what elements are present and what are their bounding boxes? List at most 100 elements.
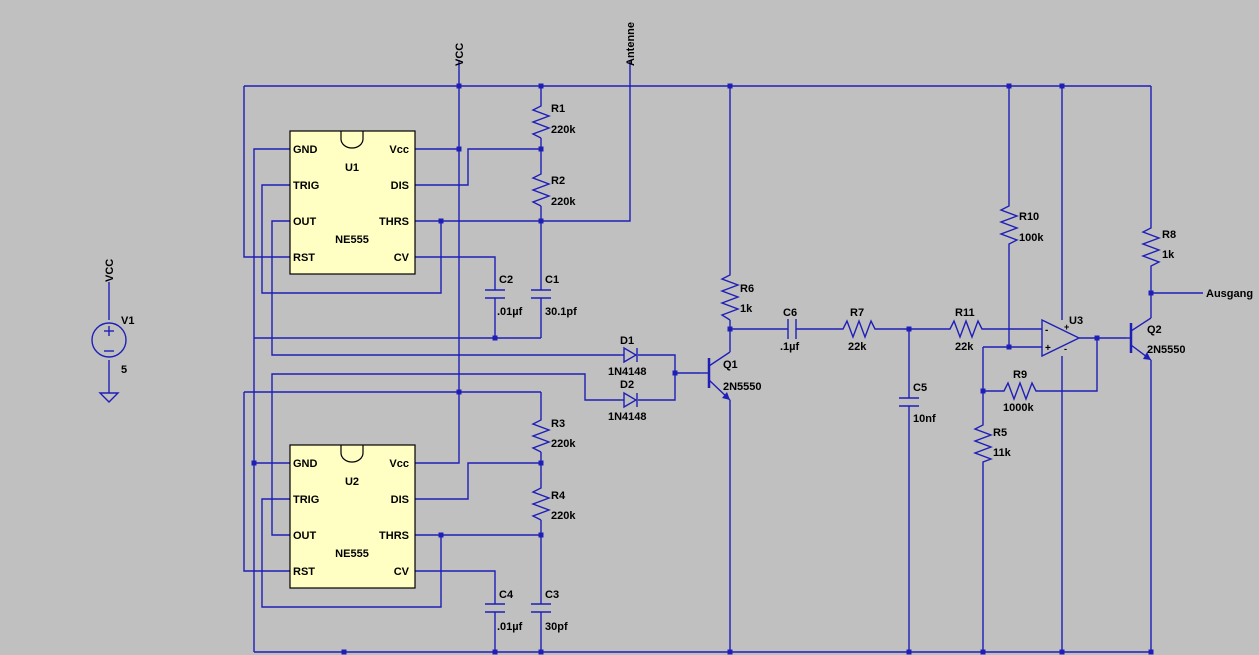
- u3-ref: U3: [1069, 315, 1083, 327]
- v1-ref: V1: [121, 315, 134, 327]
- r6-ref: R6: [740, 283, 754, 295]
- resistor-r2[interactable]: R2 220k: [531, 170, 576, 208]
- r10-ref: R10: [1019, 211, 1039, 223]
- c3-value: 30pf: [545, 621, 568, 633]
- transistor-q2[interactable]: Q2 2N5550: [1126, 317, 1186, 361]
- diode-d1[interactable]: D1 1N4148: [608, 335, 647, 378]
- net-label-ausgang: Ausgang: [1206, 288, 1253, 300]
- u2-pin-rst: RST: [293, 566, 315, 578]
- capacitor-c6[interactable]: C6 .1µf: [780, 307, 800, 353]
- c3-ref: C3: [545, 589, 559, 601]
- u1-ref: U1: [345, 162, 359, 174]
- resistor-r11[interactable]: R11 22k: [945, 307, 985, 353]
- resistor-r3[interactable]: R3 220k: [531, 416, 576, 453]
- r6-value: 1k: [740, 303, 753, 315]
- u2-pin-vcc: Vcc: [389, 458, 409, 470]
- u1-pin-out: OUT: [293, 216, 317, 228]
- capacitor-c5[interactable]: C5 10nf: [899, 382, 936, 425]
- r4-value: 220k: [551, 510, 576, 522]
- u1-pin-trig: TRIG: [293, 180, 319, 192]
- u1-pin-rst: RST: [293, 252, 315, 264]
- r9-ref: R9: [1013, 369, 1027, 381]
- capacitor-c2[interactable]: C2 .01µf: [485, 274, 523, 318]
- net-label-antenne: Antenne: [625, 22, 637, 66]
- u2-pin-dis: DIS: [391, 494, 409, 506]
- capacitor-c4[interactable]: C4 .01µf: [485, 589, 523, 633]
- r4-ref: R4: [551, 490, 566, 502]
- ic-u1[interactable]: GND TRIG OUT RST Vcc DIS THRS CV U1 NE55…: [289, 130, 416, 275]
- wires: [108, 60, 1203, 653]
- u2-ref: U2: [345, 476, 359, 488]
- c2-value: .01µf: [497, 306, 523, 318]
- u2-pin-cv: CV: [394, 566, 410, 578]
- net-label-vcc: VCC: [454, 43, 466, 66]
- c6-ref: C6: [783, 307, 797, 319]
- d1-value: 1N4148: [608, 366, 647, 378]
- u3-minus: -: [1045, 325, 1048, 336]
- r2-ref: R2: [551, 175, 565, 187]
- r3-ref: R3: [551, 418, 565, 430]
- c2-ref: C2: [499, 274, 513, 286]
- q1-value: 2N5550: [723, 381, 762, 393]
- u2-pin-gnd: GND: [293, 458, 318, 470]
- c6-value: .1µf: [780, 341, 800, 353]
- r11-ref: R11: [955, 307, 975, 319]
- c4-ref: C4: [499, 589, 514, 601]
- resistor-r5[interactable]: R5 11k: [973, 420, 1012, 465]
- r10-value: 100k: [1019, 232, 1044, 244]
- r5-ref: R5: [993, 427, 1007, 439]
- resistor-r9[interactable]: R9 1000k: [1000, 369, 1040, 414]
- c1-ref: C1: [545, 274, 559, 286]
- c5-value: 10nf: [913, 413, 936, 425]
- r1-value: 220k: [551, 124, 576, 136]
- u1-pin-vcc: Vcc: [389, 144, 409, 156]
- u2-pin-out: OUT: [293, 530, 317, 542]
- d2-ref: D2: [620, 379, 634, 391]
- resistor-r10[interactable]: R10 100k: [999, 200, 1044, 250]
- capacitor-c1[interactable]: C1 30.1pf: [531, 274, 577, 318]
- resistor-r1[interactable]: R1 220k: [531, 102, 576, 139]
- ic-u2[interactable]: GND TRIG OUT RST Vcc DIS THRS CV U2 NE55…: [289, 444, 416, 589]
- u2-pin-trig: TRIG: [293, 494, 319, 506]
- r7-ref: R7: [850, 307, 864, 319]
- r8-ref: R8: [1162, 229, 1176, 241]
- d2-value: 1N4148: [608, 411, 647, 423]
- u1-pin-thrs: THRS: [379, 216, 409, 228]
- c4-value: .01µf: [497, 621, 523, 633]
- net-label-vcc-source: VCC: [104, 259, 116, 282]
- v1-value: 5: [121, 364, 127, 376]
- junction-dots: [251, 83, 1154, 655]
- resistor-r4[interactable]: R4 220k: [531, 484, 576, 522]
- r7-value: 22k: [848, 341, 867, 353]
- c5-ref: C5: [913, 382, 927, 394]
- r2-value: 220k: [551, 196, 576, 208]
- u1-model: NE555: [335, 234, 369, 246]
- ground-icon: [98, 392, 120, 403]
- u2-pin-thrs: THRS: [379, 530, 409, 542]
- q2-value: 2N5550: [1147, 344, 1186, 356]
- r1-ref: R1: [551, 103, 565, 115]
- resistor-r8[interactable]: R8 1k: [1141, 222, 1176, 268]
- resistor-r7[interactable]: R7 22k: [838, 307, 878, 353]
- r3-value: 220k: [551, 438, 576, 450]
- voltage-source-v1[interactable]: V1 5: [91, 315, 134, 376]
- r5-value: 11k: [993, 447, 1012, 459]
- diode-d2[interactable]: D2 1N4148: [608, 379, 647, 423]
- u2-model: NE555: [335, 548, 369, 560]
- transistor-q1[interactable]: Q1 2N5550: [700, 351, 762, 401]
- u1-pin-cv: CV: [394, 252, 410, 264]
- u1-pin-dis: DIS: [391, 180, 409, 192]
- capacitor-c3[interactable]: C3 30pf: [531, 589, 568, 633]
- c1-value: 30.1pf: [545, 306, 577, 318]
- opamp-u3[interactable]: - + + - U3: [1041, 315, 1083, 358]
- r9-value: 1000k: [1003, 402, 1034, 414]
- resistor-r6[interactable]: R6 1k: [720, 270, 754, 321]
- u1-pin-gnd: GND: [293, 144, 318, 156]
- r11-value: 22k: [955, 341, 974, 353]
- u3-vminus: -: [1064, 344, 1067, 354]
- u3-vplus: +: [1064, 322, 1069, 332]
- r8-value: 1k: [1162, 249, 1175, 261]
- u3-plus: +: [1045, 343, 1051, 354]
